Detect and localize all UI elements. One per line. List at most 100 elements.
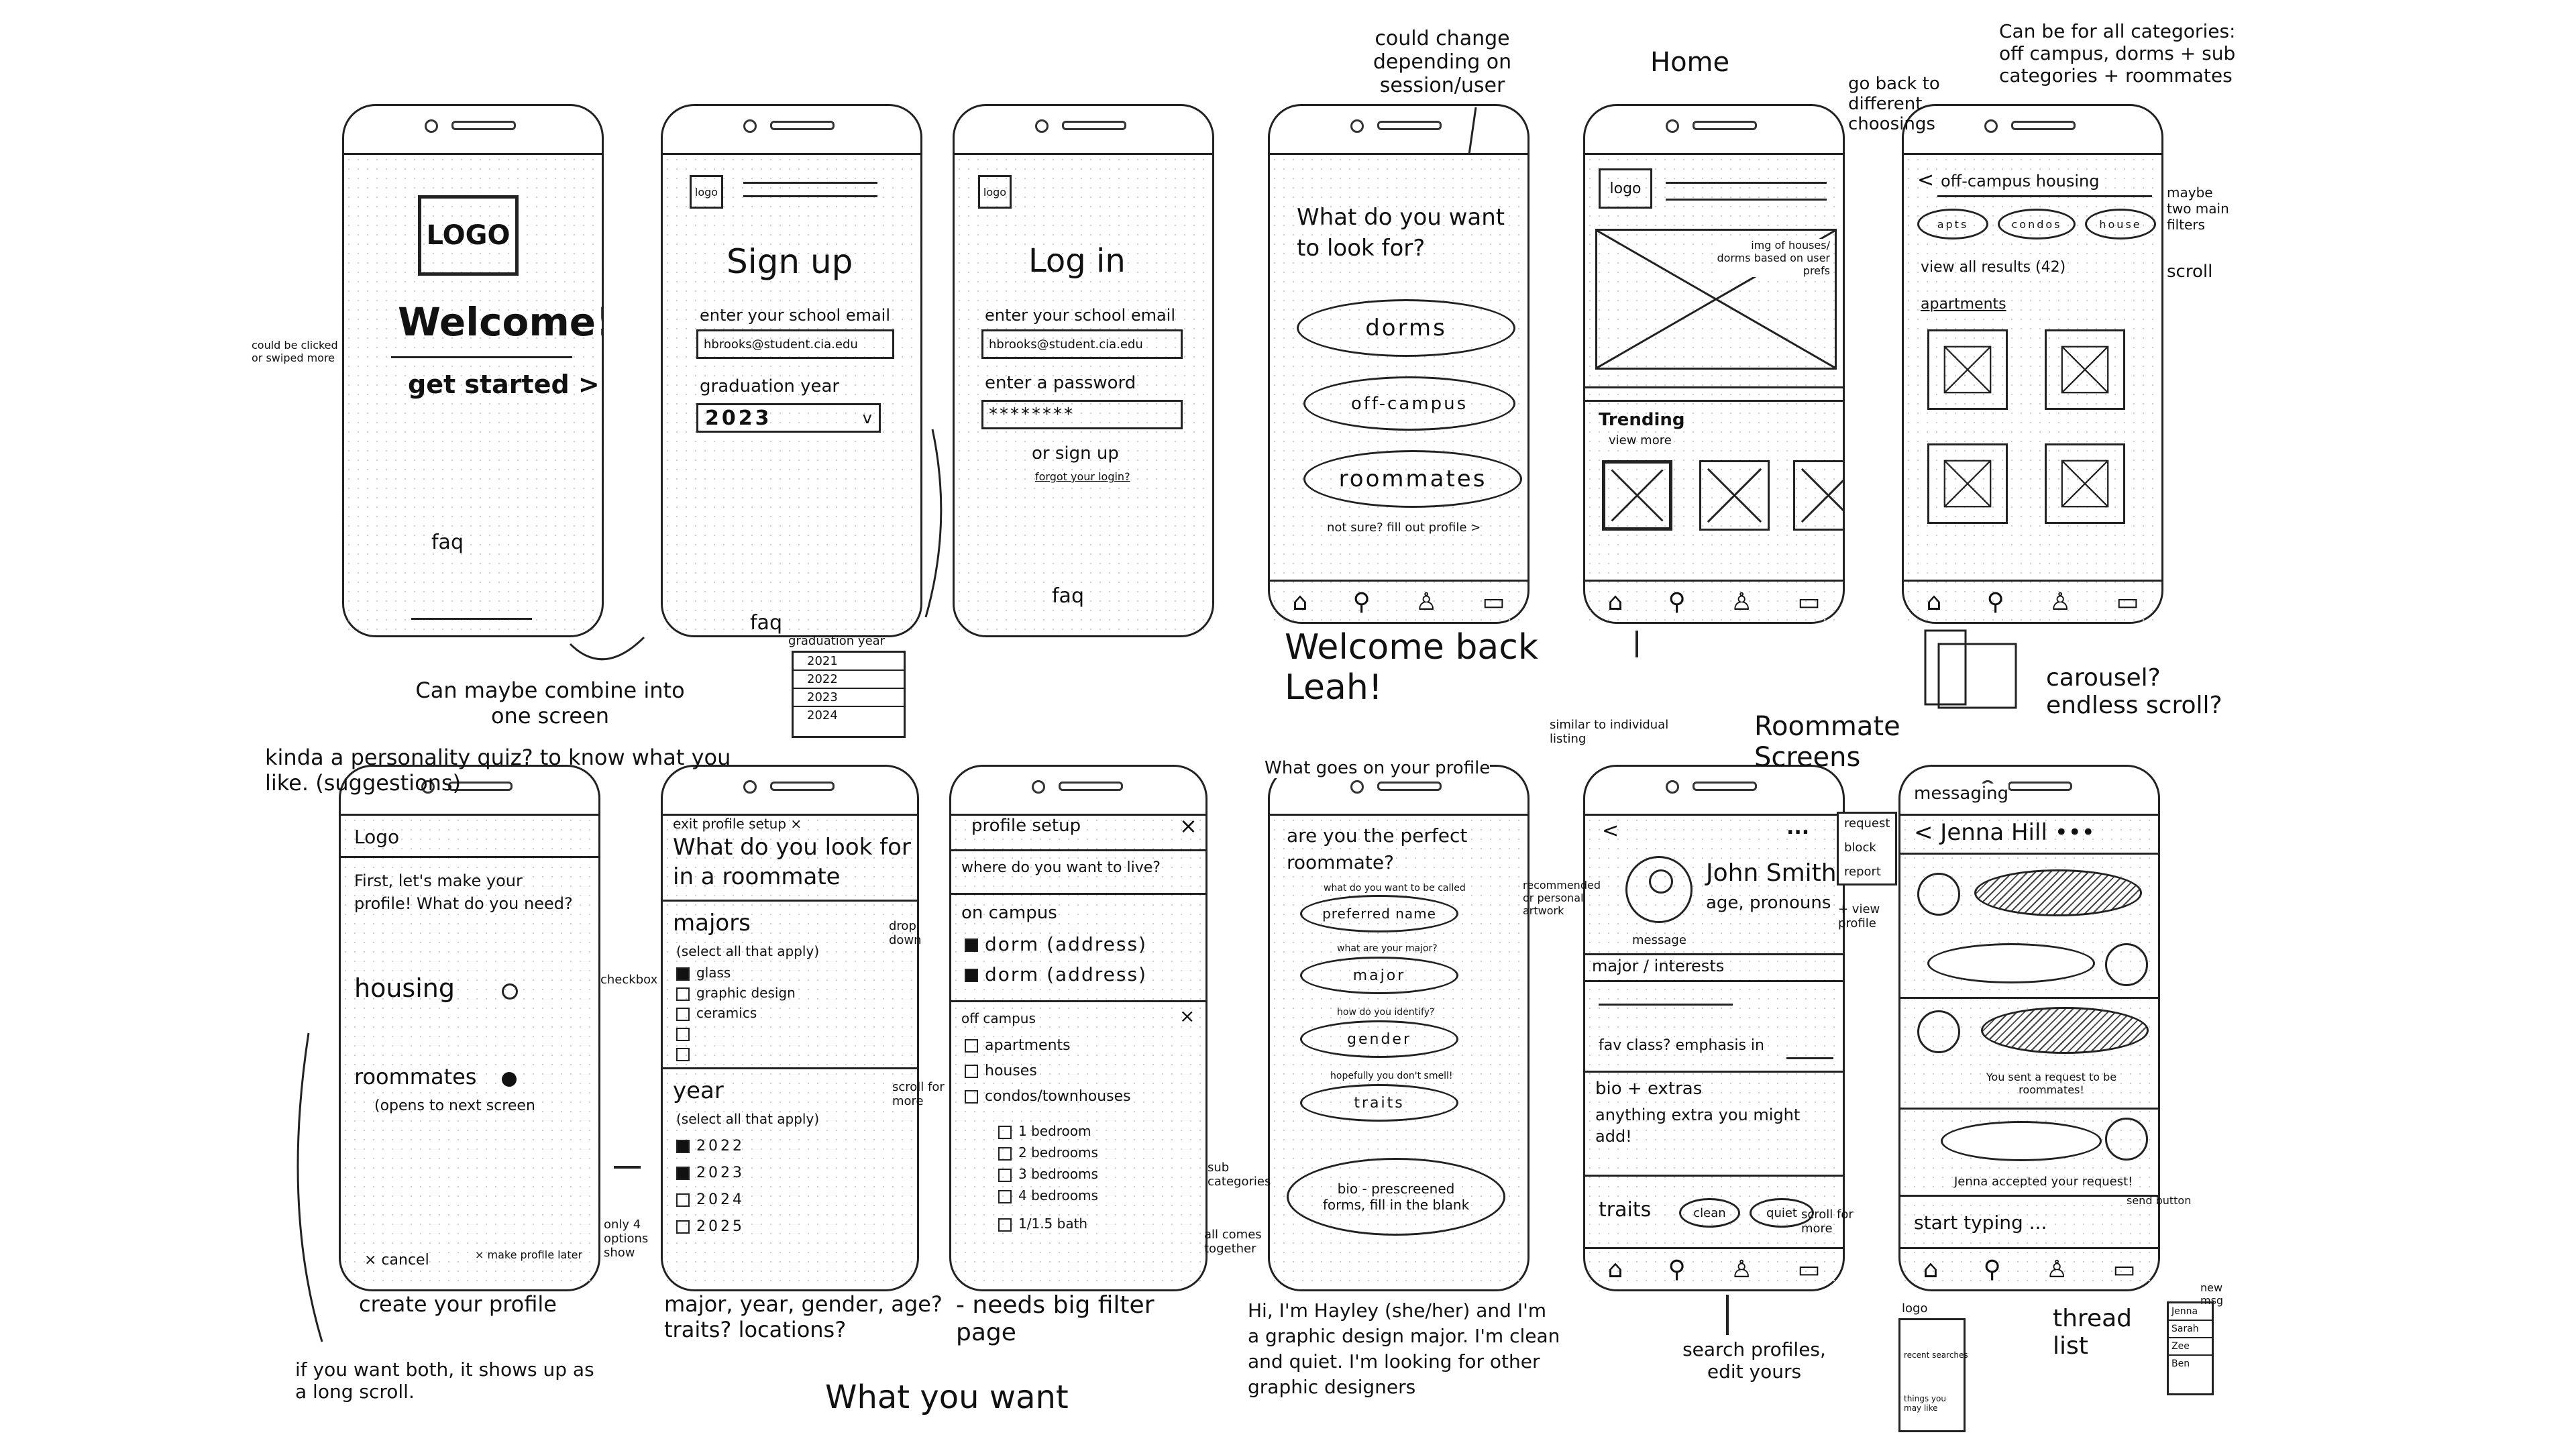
more-menu-icon[interactable]: ...: [1786, 816, 1810, 839]
search-icon[interactable]: ⚲: [1668, 588, 1686, 616]
checkbox[interactable]: [676, 1220, 690, 1234]
checkbox[interactable]: [965, 1065, 978, 1078]
major-option[interactable]: glass: [676, 965, 731, 981]
search-icon[interactable]: ⚲: [1986, 588, 2004, 616]
back-icon[interactable]: <: [1917, 168, 1935, 192]
bedroom-option[interactable]: 2 bedrooms: [998, 1144, 1098, 1161]
checkbox[interactable]: [676, 1193, 690, 1207]
forgot-login-link[interactable]: forgot your login?: [1035, 470, 1130, 483]
home-icon[interactable]: ⌂: [1923, 1255, 1939, 1283]
checkbox-checked[interactable]: [676, 967, 690, 981]
report-option[interactable]: report: [1844, 865, 1881, 879]
faq-link[interactable]: faq: [1052, 584, 1084, 608]
bio-field[interactable]: bio - prescreened forms, fill in the bla…: [1287, 1158, 1505, 1236]
block-option[interactable]: block: [1844, 841, 1876, 855]
housing-option[interactable]: housing: [354, 973, 455, 1003]
get-started-button[interactable]: get started >: [408, 370, 600, 399]
profile-icon[interactable]: ♙: [1731, 1255, 1753, 1283]
trending-card[interactable]: [1699, 460, 1770, 531]
preferred-name-field[interactable]: preferred name: [1300, 895, 1458, 932]
bedroom-option[interactable]: 4 bedrooms: [998, 1187, 1098, 1203]
checkbox[interactable]: [998, 1168, 1012, 1182]
gender-field[interactable]: gender: [1300, 1020, 1458, 1058]
view-more-link[interactable]: view more: [1609, 433, 1672, 447]
chat-icon[interactable]: ▭: [1797, 588, 1821, 616]
checkbox-checked[interactable]: [676, 1140, 690, 1153]
search-icon[interactable]: ⚲: [1668, 1255, 1686, 1283]
checkbox-checked[interactable]: [965, 938, 978, 952]
trending-card[interactable]: [1793, 460, 1843, 531]
home-icon[interactable]: ⌂: [1607, 588, 1623, 616]
year-option[interactable]: 2024: [676, 1191, 745, 1208]
listing-card[interactable]: [2045, 443, 2125, 524]
checkbox[interactable]: [965, 1090, 978, 1104]
make-later-button[interactable]: × make profile later: [475, 1248, 583, 1261]
profile-icon[interactable]: ♙: [2049, 588, 2072, 616]
home-icon[interactable]: ⌂: [1292, 588, 1308, 616]
trending-card[interactable]: [1602, 460, 1672, 531]
bath-option[interactable]: 1/1.5 bath: [998, 1216, 1087, 1232]
year-select[interactable]: 2023 v: [696, 403, 881, 433]
close-icon[interactable]: ×: [1179, 814, 1197, 839]
listing-card[interactable]: [2045, 329, 2125, 410]
close-icon[interactable]: ×: [1179, 1005, 1195, 1027]
bedroom-option[interactable]: 1 bedroom: [998, 1123, 1091, 1139]
off-option[interactable]: houses: [965, 1063, 1037, 1079]
year-option[interactable]: 2023: [676, 1165, 745, 1181]
listing-card[interactable]: [1927, 443, 2008, 524]
search-icon[interactable]: ⚲: [1352, 588, 1371, 616]
checkbox[interactable]: [998, 1218, 1012, 1232]
message-button[interactable]: message: [1632, 933, 1686, 947]
listing-card[interactable]: [1927, 329, 2008, 410]
signup-link[interactable]: or sign up: [1032, 443, 1119, 464]
email-field[interactable]: hbrooks@student.cia.edu: [981, 329, 1183, 359]
chat-header[interactable]: < Jenna Hill •••: [1914, 819, 2095, 846]
view-all-results[interactable]: view all results (42): [1921, 259, 2066, 276]
dorms-option[interactable]: dorms: [1297, 299, 1515, 357]
off-option[interactable]: condos/townhouses: [965, 1088, 1131, 1105]
checkbox[interactable]: [676, 1047, 690, 1061]
chat-icon[interactable]: ▭: [1797, 1255, 1821, 1283]
message-input[interactable]: start typing ...: [1914, 1212, 2047, 1234]
profile-icon[interactable]: ♙: [1731, 588, 1753, 616]
major-field[interactable]: major: [1300, 957, 1458, 994]
checkbox[interactable]: [998, 1125, 1012, 1139]
checkbox[interactable]: [965, 1039, 978, 1053]
fill-profile-link[interactable]: not sure? fill out profile >: [1327, 521, 1481, 535]
checkbox[interactable]: [676, 987, 690, 1001]
profile-icon[interactable]: ♙: [1415, 588, 1438, 616]
roommates-option[interactable]: roommates: [1303, 450, 1522, 508]
roommates-option[interactable]: roommates: [354, 1064, 477, 1089]
radio-filled[interactable]: [502, 1072, 517, 1087]
radio-empty[interactable]: [502, 983, 518, 1000]
year-option[interactable]: 2022: [676, 1138, 745, 1155]
dorm-option[interactable]: dorm (address): [965, 963, 1147, 985]
profile-icon[interactable]: ♙: [2046, 1255, 2068, 1283]
search-icon[interactable]: ⚲: [1983, 1255, 2001, 1283]
checkbox[interactable]: [676, 1007, 690, 1021]
checkbox[interactable]: [676, 1027, 690, 1041]
back-icon[interactable]: <: [1602, 819, 1619, 843]
checkbox[interactable]: [998, 1189, 1012, 1203]
faq-link[interactable]: faq: [431, 531, 464, 554]
filter-apts[interactable]: apts: [1917, 209, 1988, 239]
year-option[interactable]: 2025: [676, 1218, 745, 1235]
dorm-option[interactable]: dorm (address): [965, 933, 1147, 955]
checkbox-checked[interactable]: [965, 969, 978, 982]
filter-house[interactable]: house: [2085, 209, 2156, 239]
password-field[interactable]: ********: [981, 400, 1183, 429]
traits-field[interactable]: traits: [1300, 1084, 1458, 1122]
major-option[interactable]: graphic design: [676, 985, 796, 1001]
chat-icon[interactable]: ▭: [2116, 588, 2139, 616]
off-option[interactable]: apartments: [965, 1037, 1071, 1054]
exit-setup-button[interactable]: exit profile setup ×: [673, 816, 802, 832]
bedroom-option[interactable]: 3 bedrooms: [998, 1166, 1098, 1182]
chat-icon[interactable]: ▭: [2112, 1255, 2136, 1283]
faq-link[interactable]: faq: [750, 611, 782, 635]
home-icon[interactable]: ⌂: [1607, 1255, 1623, 1283]
chat-icon[interactable]: ▭: [1482, 588, 1505, 616]
cancel-button[interactable]: × cancel: [364, 1252, 429, 1269]
major-option[interactable]: ceramics: [676, 1005, 757, 1021]
home-icon[interactable]: ⌂: [1926, 588, 1942, 616]
request-option[interactable]: request: [1844, 816, 1890, 830]
